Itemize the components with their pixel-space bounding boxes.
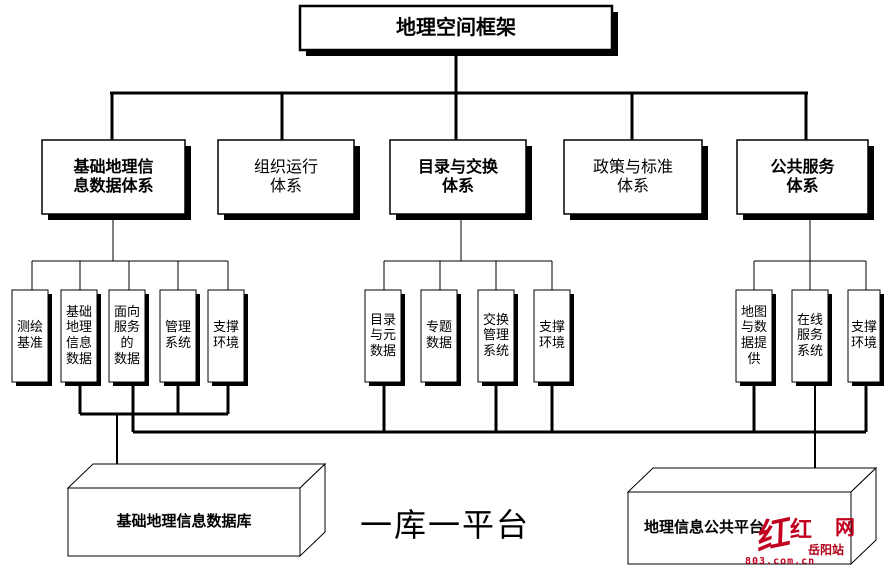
- leaf-label: 在线 服务 系统: [796, 312, 823, 359]
- watermark-station: 岳阳站: [808, 543, 845, 557]
- leaf-label: 支撑 环境: [538, 320, 565, 351]
- cat-3-box: [389, 139, 527, 215]
- platform-box-top: [626, 467, 878, 493]
- leaf-3-4-box: [533, 289, 571, 383]
- leaf-label: 面向 服务 的 数据: [113, 304, 140, 367]
- database-label: 基础地理信息数据库: [116, 512, 252, 531]
- leaf-1-5-box: [207, 289, 245, 383]
- db-box-top: [66, 463, 327, 489]
- center-label: 一库一平台: [360, 506, 531, 544]
- platform-label: 地理信息公共平台: [644, 518, 765, 537]
- category-5-label: 公共服务 体系: [770, 157, 835, 195]
- leaf-1-3-box: [108, 289, 146, 383]
- watermark-url: 803.com.cn: [745, 556, 816, 567]
- leaf-1-2-box: [60, 289, 98, 383]
- leaf-3-2-box: [420, 289, 458, 383]
- leaf-5-3-box: [847, 289, 881, 383]
- leaf-3-1-box: [364, 289, 402, 383]
- platform-box-front: [627, 491, 852, 565]
- leaf-label: 基础 地理 信息 数据: [65, 304, 92, 367]
- top-box: [298, 4, 614, 52]
- cat-5-box: [736, 139, 869, 215]
- watermark-net-glyph: 网: [835, 515, 855, 539]
- leaf-label: 专题 数据: [425, 320, 452, 351]
- leaf-label: 管理 系统: [164, 320, 191, 351]
- category-1-label: 基础地理信 息数据体系: [73, 157, 154, 195]
- leaf-5-2-box: [791, 289, 829, 383]
- db-box-front: [67, 487, 301, 557]
- top-title: 地理空间框架: [396, 15, 516, 40]
- leaf-1-4-box: [159, 289, 197, 383]
- leaf-label: 支撑 环境: [850, 320, 877, 351]
- category-4-label: 政策与标准 体系: [592, 157, 673, 195]
- leaf-label: 目录 与元 数据: [369, 312, 396, 359]
- leaf-label: 交换 管理 系统: [482, 312, 509, 359]
- leaf-label: 支撑 环境: [212, 320, 239, 351]
- cat-2-box: [217, 139, 355, 215]
- leaf-1-1-box: [11, 289, 49, 383]
- watermark-red-glyph: 红: [790, 517, 813, 543]
- category-2-label: 组织运行 体系: [253, 157, 318, 195]
- cat-4-box: [563, 139, 703, 215]
- category-3-label: 目录与交换 体系: [417, 157, 498, 195]
- leaf-label: 测绘 基准: [16, 320, 43, 351]
- leaf-label: 地图 与数 据提 供: [740, 304, 767, 367]
- leaf-3-3-box: [477, 289, 515, 383]
- leaf-5-1-box: [735, 289, 773, 383]
